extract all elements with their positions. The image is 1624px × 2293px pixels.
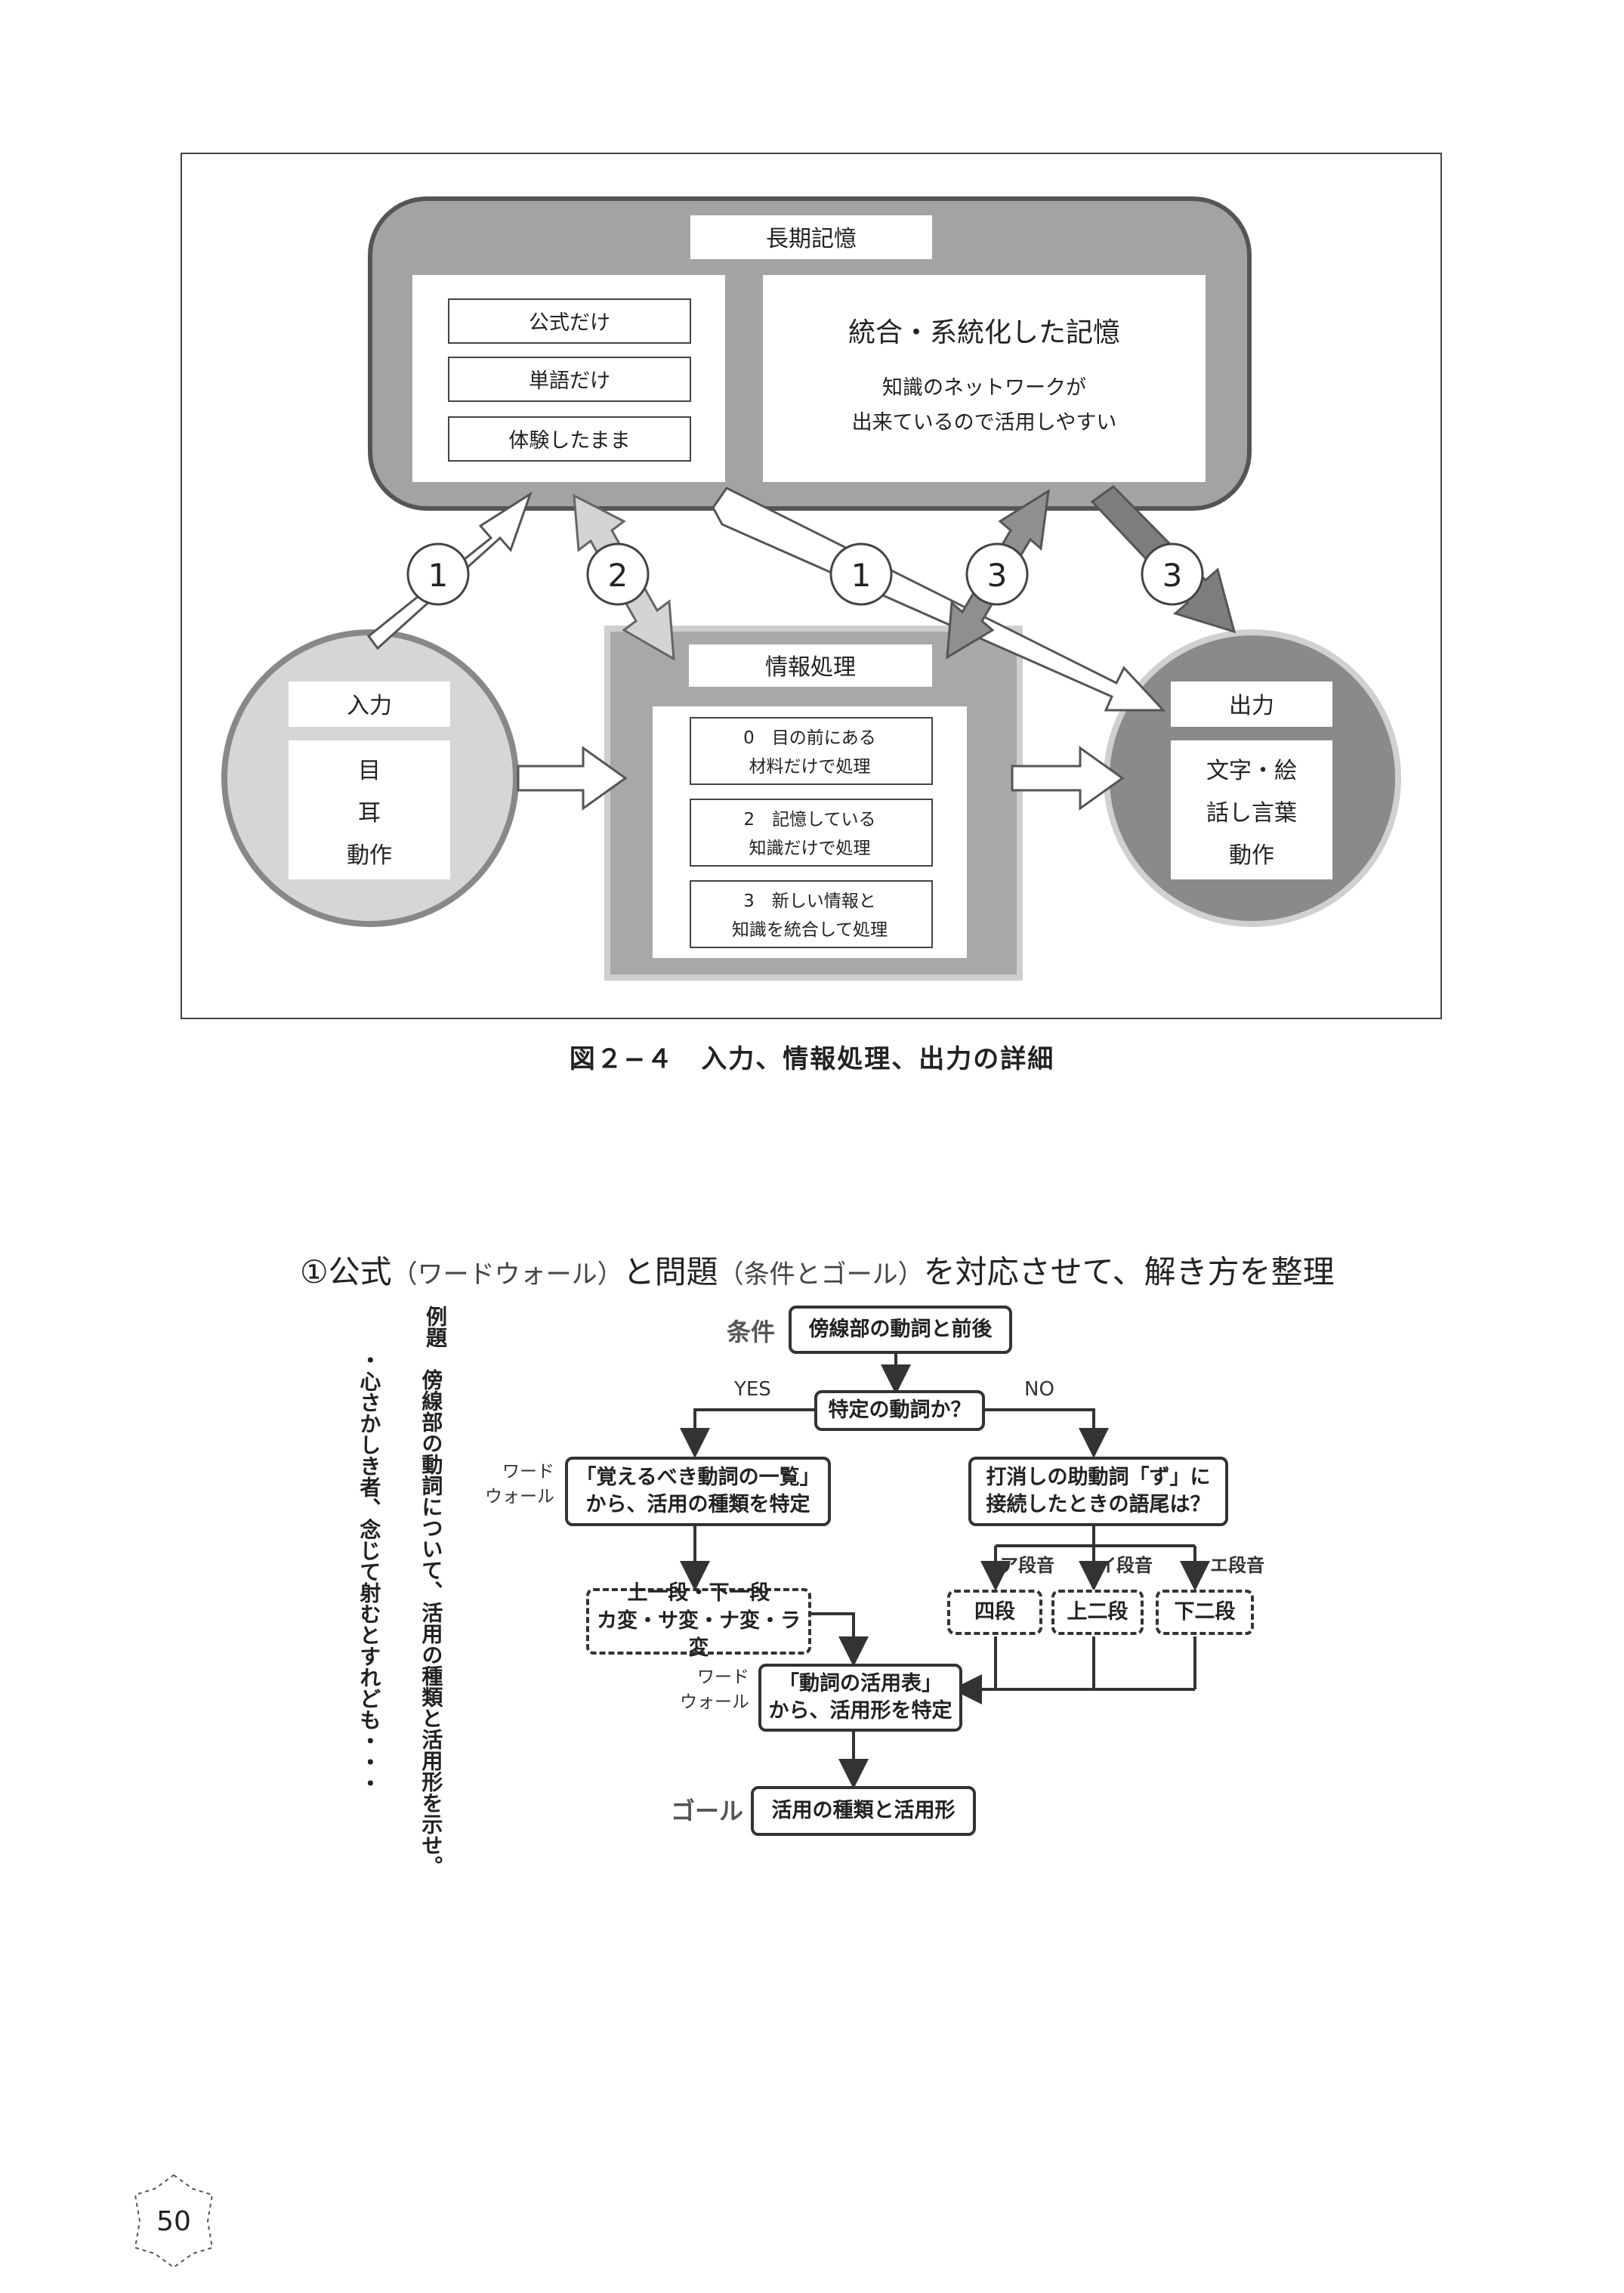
processing-item-1b: 材料だけで処理 [749, 757, 871, 777]
page-number: 50 [156, 2205, 191, 2237]
svg-text:1: 1 [851, 557, 872, 594]
svg-text:3: 3 [1162, 557, 1183, 594]
processing-item-3b: 知識を統合して処理 [732, 920, 888, 940]
negation-box: 打消しの助動詞「ず」に 接続したときの語尾は？ [968, 1457, 1228, 1526]
processing-item-box-1 [690, 717, 933, 785]
kami-nidan-box: 上二段 [1051, 1590, 1144, 1635]
processing-title: 情報処理 [765, 654, 856, 681]
output-item-1: 文字・絵 [1206, 758, 1297, 784]
ltm-item-1: 公式だけ [529, 311, 610, 335]
ltm-title-box [690, 215, 932, 259]
ltm-item-3: 体験したまま [508, 429, 630, 453]
badge-3-left: 3 [965, 542, 1029, 606]
arrow-input-to-ltm [366, 491, 533, 651]
input-items-box [289, 740, 450, 879]
heading-part-5: を対応させて、解き方を整理 [923, 1253, 1335, 1290]
branch-label-e: エ段音 [1210, 1555, 1264, 1576]
ltm-title: 長期記憶 [766, 226, 857, 252]
svg-text:2: 2 [608, 557, 628, 594]
arrow-input-to-processing [517, 746, 628, 811]
output-title: 出力 [1229, 693, 1274, 719]
processing-item-2a: 2 記憶している [744, 810, 876, 830]
heading-part-4: （条件とゴール） [718, 1259, 924, 1290]
branch-label-i: イ段音 [1098, 1555, 1153, 1576]
condition-box: 傍線部の動詞と前後 [789, 1306, 1012, 1354]
badge-3-right: 3 [1141, 542, 1204, 606]
ltm-integrated-title: 統合・系統化した記憶 [848, 317, 1120, 348]
ltm-item-box-2 [448, 357, 691, 402]
example-label: 例題 [423, 1306, 448, 1348]
input-item-1: 目 [358, 758, 381, 784]
svg-text:3: 3 [987, 557, 1008, 594]
input-title-box [289, 681, 450, 727]
heading-part-1: ①公式 [300, 1253, 392, 1290]
processing-item-box-2 [690, 799, 933, 867]
processing-item-1a: 0 目の前にある [743, 728, 876, 748]
processing-item-box-3 [690, 880, 933, 948]
heading-part-2: （ワードウォール） [391, 1259, 623, 1290]
conjugation-table-box: 「動詞の活用表」 から、活用形を特定 [758, 1664, 962, 1732]
badge-1-right: 1 [829, 542, 893, 606]
no-label: NO [1024, 1378, 1054, 1401]
output-title-box [1171, 681, 1332, 727]
example-question: 傍線部の動詞について、活用の種類と活用形を示せ。 [418, 1369, 444, 1877]
yodan-box: 四段 [947, 1590, 1042, 1635]
arrow-processing-to-output [1011, 746, 1125, 811]
ltm-right-panel [763, 275, 1206, 482]
output-item-3: 動作 [1229, 842, 1274, 869]
wordwall-list-box: 「覚えるべき動詞の一覧」 から、活用の種類を特定 [565, 1457, 831, 1526]
badge-2: 2 [586, 542, 650, 606]
input-item-3: 動作 [347, 842, 392, 869]
processing-item-2b: 知識だけで処理 [749, 839, 871, 858]
badge-1-left: 1 [406, 542, 470, 606]
heading-part-3: と問題 [622, 1253, 718, 1290]
input-item-2: 耳 [358, 800, 381, 827]
line-no [976, 1408, 1109, 1458]
wordwall-label-1: ワード ウォール [485, 1462, 554, 1507]
branch-label-a: ア段音 [1000, 1555, 1054, 1576]
condition-label: 条件 [727, 1318, 776, 1346]
goal-box: 活用の種類と活用形 [751, 1786, 976, 1836]
wordwall-label-2: ワード ウォール [680, 1667, 749, 1713]
ltm-integrated-desc-2: 出来ているので活用しやすい [852, 411, 1117, 434]
svg-text:1: 1 [428, 557, 449, 594]
figure-caption: 図２−４ 入力、情報処理、出力の詳細 [569, 1044, 1055, 1074]
goal-label: ゴール [671, 1797, 744, 1825]
ltm-integrated-desc-1: 知識のネットワークが [882, 376, 1086, 400]
ltm-item-box-3 [448, 416, 691, 462]
shimo-nidan-box: 下二段 [1156, 1590, 1254, 1635]
output-item-2: 話し言葉 [1206, 800, 1297, 827]
ltm-item-2: 単語だけ [529, 369, 610, 393]
example-sentence: ・心さかしき者、念じて射むとすれども・・・ [357, 1349, 382, 1794]
processing-item-3a: 3 新しい情報と [743, 892, 876, 911]
memory-diagram: 長期記憶 公式だけ 単語だけ 体験したまま 統合・系統化した記憶 知識のネットワ… [181, 153, 1442, 1019]
line-result-to-table [807, 1612, 869, 1667]
ltm-item-box-1 [448, 298, 691, 344]
question-box: 特定の動詞か？ [814, 1390, 985, 1431]
line-yes [680, 1408, 816, 1458]
processing-title-box [689, 644, 932, 687]
yes-label: YES [734, 1378, 771, 1401]
irregular-types-box: 上一段・下一段 カ変・サ変・ナ変・ラ変 [586, 1581, 811, 1660]
input-title: 入力 [347, 693, 392, 719]
output-items-box [1171, 740, 1332, 879]
section-heading: ①公式（ワードウォール）と問題（条件とゴール）を対応させて、解き方を整理 [300, 1247, 1335, 1293]
